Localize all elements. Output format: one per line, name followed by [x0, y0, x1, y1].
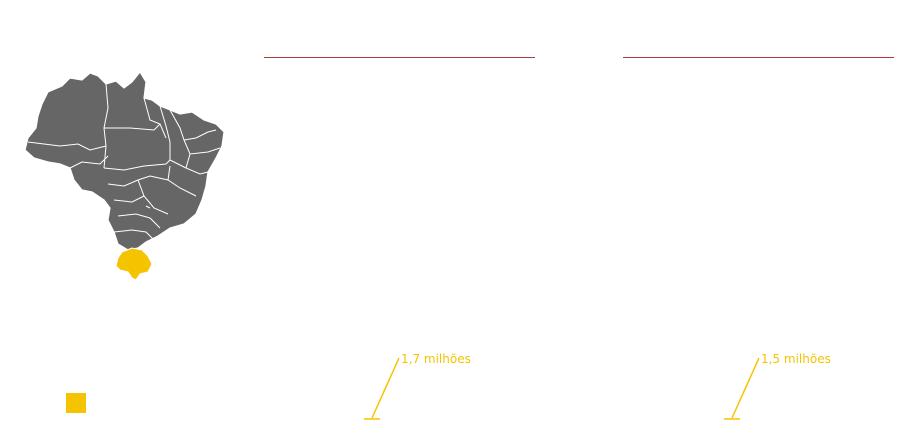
callout-leader-line-right [724, 357, 760, 420]
brazil-outline [24, 70, 225, 251]
callout-leader-line-left [364, 357, 400, 420]
brazil-map-svg [24, 70, 225, 281]
legend-swatch [66, 393, 86, 413]
callout-left: 1,7 milhões [362, 352, 492, 424]
section-divider-left [264, 57, 535, 58]
callout-value-right: 1,5 milhões [761, 352, 831, 366]
section-divider-right [623, 57, 894, 58]
brazil-map [20, 68, 230, 288]
state-borders [27, 83, 221, 241]
callout-value-left: 1,7 milhões [401, 352, 471, 366]
highlighted-state-rs [115, 247, 153, 281]
callout-right: 1,5 milhões [722, 352, 852, 424]
